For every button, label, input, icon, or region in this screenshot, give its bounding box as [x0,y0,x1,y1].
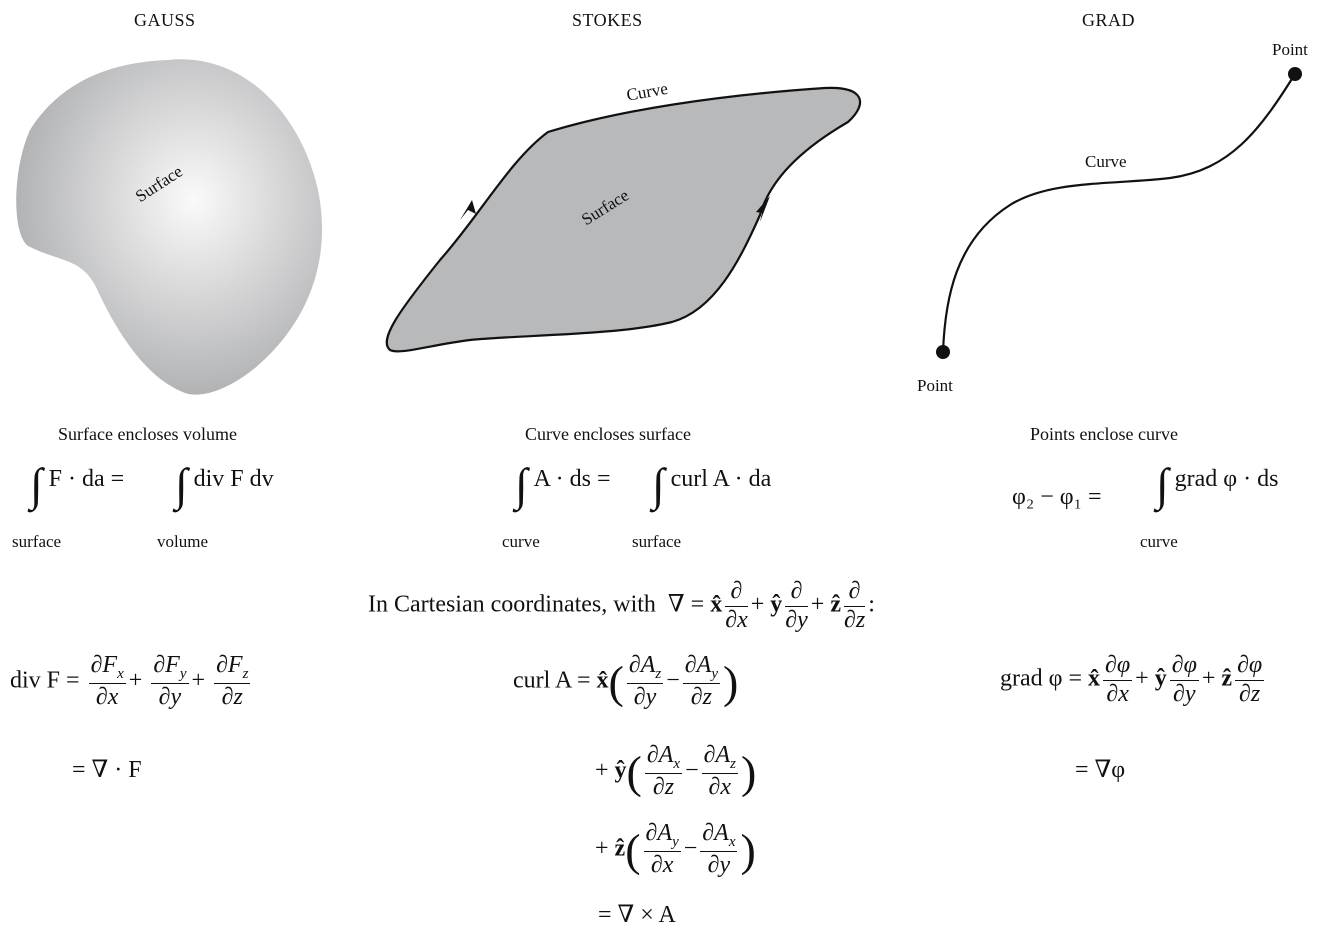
gauss-lhs: F · da = [49,466,125,492]
stokes-lhs-limit: curve [502,532,540,552]
grad-limit: curve [1140,532,1178,552]
stokes-rhs-limit: surface [632,532,681,552]
grad-heading: GRAD [1082,10,1135,31]
cartesian-intro-text: In Cartesian coordinates, with [368,592,656,618]
grad-point-bottom-label: Point [917,376,953,396]
curl-line-1: curl A = x̂(∂Az∂y−∂Ay∂z) [513,652,738,712]
curl-line-2: + ŷ(∂Ax∂z−∂Az∂x) [595,742,756,802]
div-formula: div F = ∂Fx∂x+ ∂Fy∂y+ ∂Fz∂z [10,652,253,712]
curl-lhs: curl A = [513,667,591,693]
stokes-lhs: A · ds = [534,466,611,492]
gauss-theorem-rhs: ∫ div F dv [175,462,274,508]
grad-theorem: ∫ grad φ · ds [1156,462,1278,508]
curl-nabla: = ∇ × A [598,900,676,929]
stokes-surface-shape [387,88,860,352]
gauss-heading: GAUSS [134,10,196,31]
curl-line-3: + ẑ(∂Ay∂x−∂Ax∂y) [595,820,756,880]
grad-point-top-dot [1288,67,1302,81]
gauss-rhs: div F dv [194,466,274,492]
grad-point-bottom-dot [936,345,950,359]
div-nabla: = ∇ · F [72,755,142,784]
grad-formula: grad φ = x̂∂φ∂x+ ŷ∂φ∂y+ ẑ∂φ∂z [1000,652,1267,708]
stokes-caption: Curve encloses surface [525,424,691,445]
cartesian-intro: In Cartesian coordinates, with ∇ = x̂∂∂x… [368,578,875,634]
grad-point-top-label: Point [1272,40,1308,60]
gauss-rhs-limit: volume [157,532,208,552]
grad-caption: Points enclose curve [1030,424,1178,445]
gauss-caption: Surface encloses volume [58,424,237,445]
gauss-theorem: ∫ F · da = [30,462,124,508]
div-lhs: div F = [10,667,80,693]
grad-rhs: grad φ · ds [1175,466,1279,492]
gauss-surface-blob [16,59,322,394]
grad-nabla: = ∇φ [1075,755,1125,784]
stokes-theorem: ∫ A · ds = [515,462,610,508]
stokes-rhs: curl A · da [671,466,772,492]
stokes-heading: STOKES [572,10,643,31]
stokes-theorem-rhs: ∫ curl A · da [652,462,771,508]
grad-lhs: φ₂ − φ₁ = [1012,484,1102,511]
gauss-lhs-limit: surface [12,532,61,552]
grad-formula-lhs: grad φ = [1000,666,1082,692]
grad-curve-label: Curve [1085,152,1127,172]
grad-curve [943,74,1295,352]
